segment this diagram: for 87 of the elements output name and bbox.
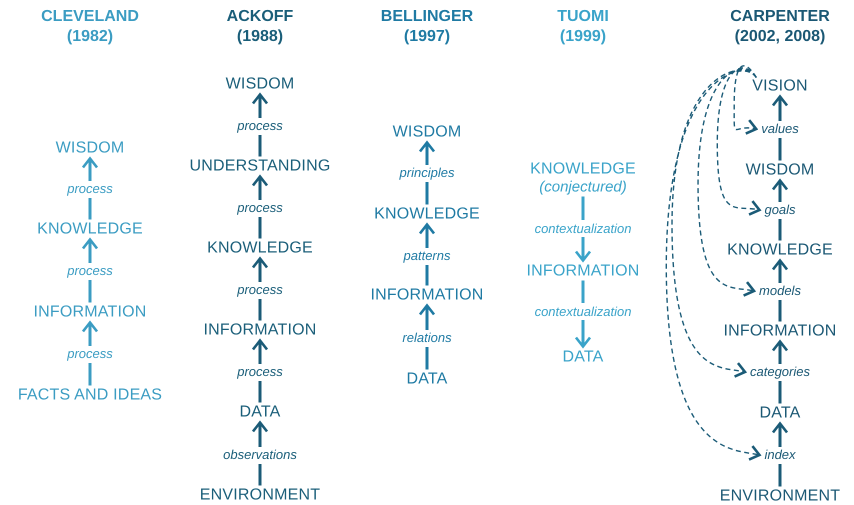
level-label: INFORMATION [202,320,318,340]
column-heading: ACKOFF (1988) [226,7,294,47]
level-label: DATA [404,370,450,388]
relation-label: principles [398,165,456,181]
relation-label: goals [762,202,798,218]
level-label: FACTS AND IDEAS [16,386,164,404]
relation-label: values [759,121,801,137]
dashed-arrow [733,65,758,136]
relation-label: process [235,118,285,134]
dashed-arrow [716,67,761,217]
column-heading: CLEVELAND (1982) [40,7,140,47]
arrow [418,304,436,330]
arrow [82,238,98,263]
relation-label: process [65,346,115,362]
level-label: KNOWLEDGE [725,240,835,260]
relation-label: categories [748,364,812,380]
relation-label: contextualization [532,221,634,237]
level-label: WISDOM [390,122,464,142]
level-label: INFORMATION [32,302,148,322]
connector-line [778,138,782,160]
arrow [772,340,788,364]
connector-line [582,280,584,303]
arrow [252,257,268,282]
arrow [82,321,98,346]
connector-line [88,280,92,302]
level-label: WISDOM [744,160,816,180]
arrow [418,223,436,248]
connector-line [88,363,92,386]
dashed-arrow [666,70,761,462]
relation-label: process [235,200,285,216]
level-label: DATA [757,404,803,422]
arrow [772,95,788,121]
level-label: WISDOM [54,138,126,158]
level-label: KNOWLEDGE [372,204,482,224]
level-qualifier: (conjectured) [539,178,627,196]
arrow [574,320,592,348]
level-label: UNDERSTANDING [188,156,332,176]
relation-label: index [762,447,798,463]
arrow [82,157,98,181]
connector-line [258,217,262,238]
relation-label: process [65,263,115,279]
connector-line [778,219,782,240]
relation-label: contextualization [532,304,634,320]
relation-label: process [235,282,285,298]
level-label: ENVIRONMENT [718,486,842,505]
relation-label: observations [221,447,299,463]
level-label: KNOWLEDGE [35,220,145,238]
arrow [772,179,788,202]
level-label: INFORMATION [524,262,642,280]
level-label: ENVIRONMENT [198,486,322,504]
connector-line [88,198,92,220]
relation-label: models [757,283,803,299]
dashed-arrow [697,68,757,298]
relation-label: process [65,181,115,197]
level-label: VISION [750,76,810,96]
arrow [418,141,436,165]
relation-label: patterns [402,248,452,264]
connector-line [258,381,262,402]
connector-line [426,265,428,286]
level-label: DATA [560,348,606,366]
arrow [252,339,268,364]
connector-line [258,135,262,156]
arrow [574,237,592,262]
relation-label: relations [400,330,454,346]
arrow [252,93,268,118]
level-label: INFORMATION [722,322,838,340]
level-label: DATA [237,402,283,422]
arrow [252,421,268,447]
column-heading: TUOMI (1999) [556,7,610,47]
connector-line [778,464,782,486]
connector-line [582,196,584,220]
level-label: KNOWLEDGE [530,160,636,178]
level-label: WISDOM [224,74,296,94]
arrow [772,259,788,283]
arrow [252,175,268,200]
level-label: INFORMATION [368,286,486,304]
relation-label: process [235,364,285,380]
column-heading: CARPENTER (2002, 2008) [729,7,831,47]
level-label: KNOWLEDGE [205,238,315,258]
connector-line [426,182,428,204]
connector-line [778,381,782,404]
column-heading: BELLINGER (1997) [380,7,474,47]
arrow [772,422,788,447]
connector-line [258,299,262,320]
connector-line [426,347,428,370]
connector-line [778,300,782,322]
connector-line [258,464,262,486]
